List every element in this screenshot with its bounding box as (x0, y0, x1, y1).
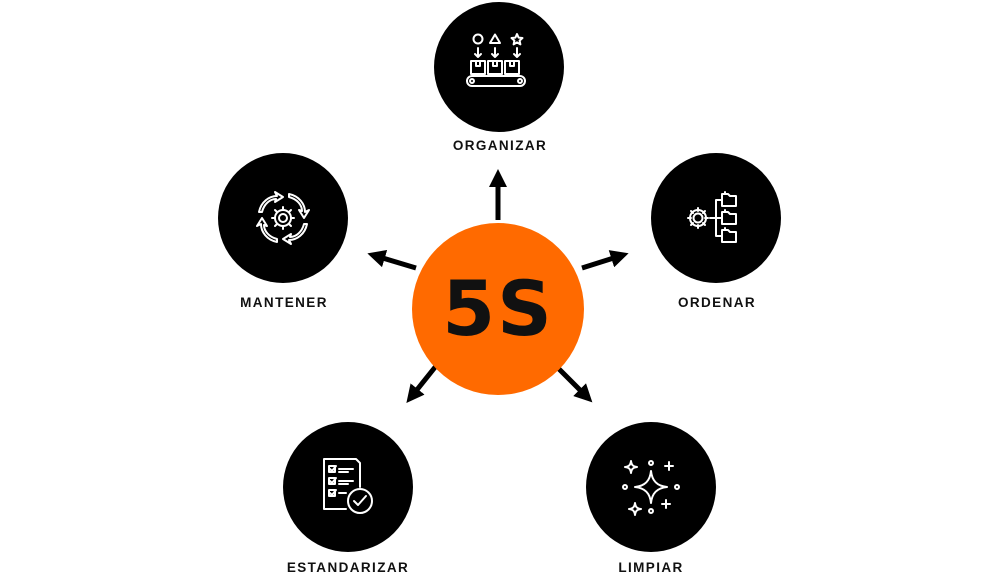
label-organizar: ORGANIZAR (452, 138, 548, 153)
center-circle: 5S (412, 223, 584, 395)
label-mantener: MANTENER (240, 295, 328, 310)
arrow-ordenar (581, 250, 629, 271)
node-ordenar (651, 153, 781, 283)
node-limpiar (586, 422, 716, 552)
arrow-limpiar (556, 366, 593, 403)
sparkle-icon (622, 460, 680, 516)
arrow-mantener (367, 249, 417, 271)
checklist-icon (323, 458, 373, 514)
arrow-estandarizar (406, 364, 438, 404)
label-estandarizar: ESTANDARIZAR (286, 560, 410, 575)
center-label: 5S (442, 264, 554, 353)
node-mantener (218, 153, 348, 283)
conveyor-sort-icon (466, 33, 526, 87)
node-organizar (434, 2, 564, 132)
label-ordenar: ORDENAR (677, 295, 757, 310)
gear-folders-icon (687, 191, 737, 243)
cycle-gear-icon (256, 191, 310, 245)
node-estandarizar (283, 422, 413, 552)
label-limpiar: LIMPIAR (618, 560, 684, 575)
